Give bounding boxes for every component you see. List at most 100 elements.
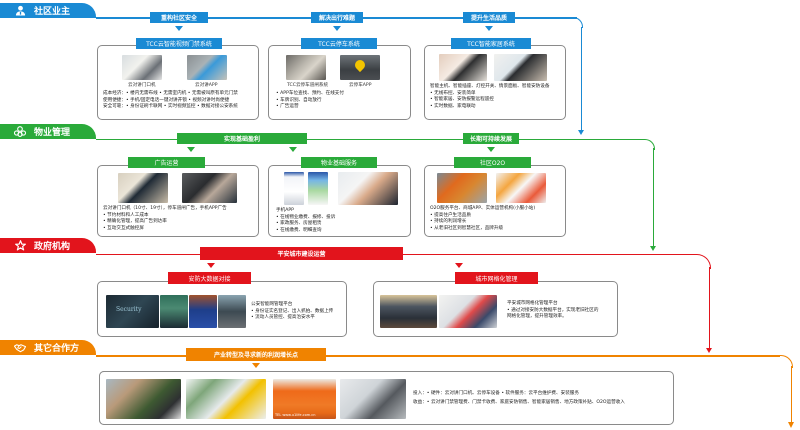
arrow-icon: [175, 26, 183, 31]
feature-line: • 流动人员管控、提高治安水平: [251, 315, 315, 321]
flow-down-property: [652, 148, 654, 247]
photo-monitoring-center-1: [160, 295, 188, 328]
flow-line-property: [96, 138, 644, 140]
photo-monitoring-center-3: [218, 295, 246, 328]
arrow-icon: [289, 147, 297, 152]
feature-line: 使用便捷：• 手机/固定电话一键对讲开锁 • 视频对讲时尚便捷: [103, 97, 230, 103]
revenue-line: 收益：• 云对讲门禁管理费、门禁卡收费、家庭安防销售、智能家居销售、地方政策补贴…: [413, 400, 625, 405]
feature-line: 安全可靠：• 身份证刷卡联网 • 实时视频监控 • 数据对接公安系统: [103, 104, 238, 110]
photo-call-center: [338, 172, 398, 205]
card-title-cloud-parking: TCC云停车系统: [301, 38, 377, 49]
arrow-icon: [333, 26, 341, 31]
card-text-cloud-parking: • APP车位查找、预约、在线支付 • 车牌识别、自动放行 • 广告运营: [276, 91, 344, 111]
feature-line: • 智能家居、安防报警远程遥控: [430, 97, 494, 103]
photo-ad-screen: [118, 173, 168, 203]
group-icon: [14, 126, 26, 138]
card-text-property-services: 手机APP • 在线物业缴费、报修、投诉 • 家政服务、房屋租赁 • 在线缴费、…: [276, 208, 335, 234]
section-tab-government: 政府机构: [0, 238, 96, 253]
card-title-security-big-data: 安防大数据对接: [168, 272, 251, 284]
feature-line: • 从老旧社区到智慧社区，品牌升级: [430, 225, 504, 231]
card-title-grid-management: 城市网格化管理: [455, 272, 538, 284]
card-text-ad-operation: 云对讲门口机（10寸、19寸），停车道闸广告，手机APP广告 • 节约材料和人工…: [103, 206, 227, 232]
photo-app-screen-1: [284, 172, 304, 205]
feature-line: • 广告运营: [276, 104, 299, 110]
photo-parking-illustration: [186, 379, 266, 419]
card-text-video-access-control: 成本经济：• 楼内无需布线 • 无需室内机 • 无需被叫原有单元门禁 使用便捷：…: [103, 91, 238, 111]
arrow-icon: [187, 147, 195, 152]
goal-tag-industry-transformation: 产业转型及寻求新的利润增长点: [186, 348, 326, 361]
feature-line: 公安智能网管理平台: [251, 302, 293, 307]
card-text-grid-management: 平安城市网格化管理平台 • 通过对接安防大数据平台，实现老旧社区的 网格化管理，…: [507, 301, 598, 321]
arrow-icon: [207, 263, 215, 268]
goal-tag-safe-city: 平安城市建设运营: [200, 247, 403, 260]
feature-line: • 持续的利润增长: [430, 219, 467, 225]
store-url: TEL www.u1life.com.cn: [275, 413, 316, 417]
feature-line: • 通过对接安防大数据平台，实现老旧社区的: [507, 307, 599, 313]
feature-line: • APP车位查找、预约、在线支付: [276, 91, 344, 96]
goal-tag-basic-profit: 实现基础盈利: [177, 133, 307, 144]
security-label: Security: [116, 306, 142, 313]
photo-villa-intercom: [106, 379, 181, 419]
card-title-video-access-control: TCC云智能视频门禁系统: [136, 38, 222, 49]
goal-tag-life-quality: 提升生活品质: [463, 12, 515, 23]
photo-door-intercom: [122, 55, 162, 80]
feature-line: 云对讲门口机（10寸、19寸），停车道闸广告，手机APP广告: [103, 206, 227, 211]
caption-door-intercom: 云对讲门口机: [128, 83, 156, 88]
card-title-ad-operation: 广告运营: [128, 157, 205, 168]
section-tab-property: 物业管理: [0, 124, 96, 139]
photo-o2o-website: [496, 173, 546, 203]
photo-grid-presentation: [439, 295, 497, 328]
map-pin-icon: [352, 57, 368, 73]
photo-ad-viewer: [182, 173, 237, 203]
feature-line: 平安城市网格化管理平台: [507, 301, 558, 306]
card-text-community-o2o: O2O服务平台、商城APP、实体运营机构(小服小站) • 提高住户生活品质 • …: [430, 206, 535, 232]
goal-tag-travel: 解决出行难题: [311, 12, 363, 23]
photo-monitoring-center-2: [189, 295, 217, 328]
feature-line: O2O服务平台、商城APP、实体运营机构(小服小站): [430, 206, 536, 211]
card-title-property-services: 物业基础服务: [301, 157, 377, 168]
caption-parking-gate: TCC云停车道闸系统: [287, 83, 329, 88]
feature-line: • 精确化管理，提高广告到达率: [103, 219, 167, 225]
card-text-partners: 投入：• 硬件：云对讲门口机、云停车设备 • 软件服务：云平台维护费、安装服务 …: [413, 389, 625, 407]
feature-line: • 节约材料和人工成本: [103, 212, 149, 218]
feature-line: • 无线布控、安装简单: [430, 90, 476, 96]
card-text-smart-home: 智能主机、智能插座、灯控开关、情景面板、智能安防设备 • 无线布控、安装简单 •…: [430, 84, 549, 110]
arrow-icon: [487, 147, 495, 152]
card-title-smart-home: TCC智能家居系统: [451, 38, 531, 49]
feature-line: • 提高住户生活品质: [430, 212, 471, 218]
flow-down-partners: [790, 366, 792, 424]
photo-smart-home-room: [494, 54, 547, 81]
photo-security-screen: Security: [106, 295, 159, 328]
photo-o2o-store: [437, 173, 487, 203]
feature-line: 网格化管理，提升管理效率。: [507, 314, 567, 320]
arrow-icon: [485, 26, 493, 31]
arrow-property-to-government: [650, 246, 656, 251]
caption-app-intercom: 云对讲APP: [195, 83, 218, 88]
arrow-government-to-partners: [706, 348, 712, 353]
section-label-government: 政府机构: [34, 242, 71, 252]
flow-line-partners: [96, 355, 780, 357]
feature-line: • 在线物业缴费、报修、投诉: [276, 214, 336, 220]
handshake-icon: [14, 342, 26, 354]
feature-line: • 车牌识别、自动放行: [276, 97, 322, 103]
feature-line: • 实时数据、家电联动: [430, 103, 476, 109]
flow-down-government: [708, 267, 710, 350]
goal-tag-security: 重构社区安全: [150, 12, 208, 23]
photo-app-intercom: [187, 55, 227, 80]
card-text-security-big-data: 公安智能网管理平台 • 身份证实名登记、出入抓拍、数据上传 • 流动人员管控、提…: [251, 302, 333, 322]
feature-line: 智能主机、智能插座、灯控开关、情景面板、智能安防设备: [430, 84, 550, 89]
photo-parking-gate: [286, 55, 326, 80]
photo-command-center: [380, 295, 437, 328]
section-tab-owners: 社区业主: [0, 3, 96, 18]
feature-line: • 身份证实名登记、出入抓拍、数据上传: [251, 308, 334, 314]
arrow-icon: [455, 263, 463, 268]
investment-line: 投入：• 硬件：云对讲门口机、云停车设备 • 软件服务：云平台维护费、安装服务: [413, 391, 579, 396]
arrow-owners-to-property: [578, 130, 584, 135]
photo-app-screen-2: [308, 172, 328, 205]
flow-down-owners: [580, 27, 582, 131]
section-label-owners: 社区业主: [34, 7, 71, 17]
photo-parking-app: [340, 55, 380, 80]
feature-line: • 互动交互式触控屏: [103, 225, 144, 231]
caption-parking-app: 云停车APP: [349, 83, 372, 88]
photo-smart-home-devices: [439, 54, 487, 81]
